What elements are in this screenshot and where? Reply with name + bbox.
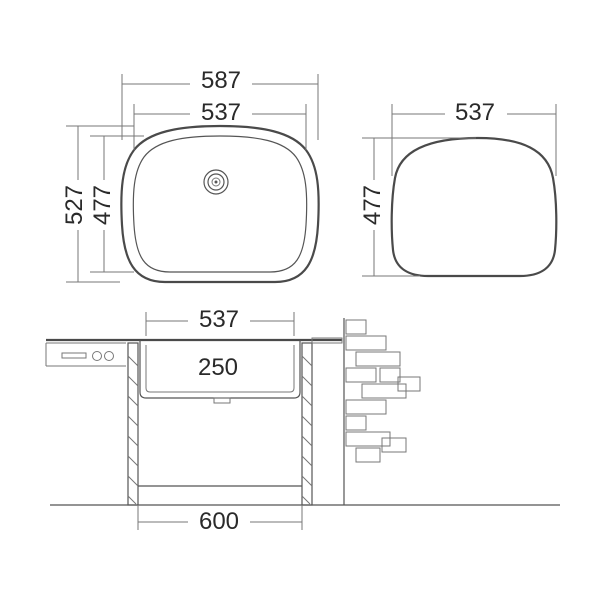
dimension-477-cutout: 477 [359,137,476,277]
brick-wall [343,318,421,505]
cabinet-right-wall [301,342,313,506]
dimension-527: 527 [61,125,134,283]
dim-527-label: 527 [61,185,88,225]
dim-600-label: 600 [199,508,239,535]
section-view: 537 250 600 [45,306,560,535]
control-panel [61,351,114,361]
cabinet-left-wall [127,342,139,506]
dimension-587: 587 [121,66,319,140]
dimension-477-top: 477 [89,135,144,273]
cutout-view: 537 477 [359,99,558,278]
dimension-537-section: 537 [145,306,295,336]
cutout-outline [390,136,558,278]
dim-537-top-label: 537 [201,99,241,126]
dim-477-top-label: 477 [89,185,116,225]
sink-inner-bowl [132,135,308,273]
drain-outlet [213,397,231,404]
dim-537-section-label: 537 [199,306,239,333]
dimension-537-top: 537 [133,99,307,150]
dim-250-label: 250 [198,354,238,381]
dim-477-cutout-label: 477 [359,185,386,225]
dimension-537-cutout: 537 [391,99,557,176]
dim-537-cutout-label: 537 [455,99,495,126]
top-view: 587 537 527 477 [61,66,320,284]
dim-587-label: 587 [201,67,241,94]
drain-icon [203,169,229,195]
dimension-600: 600 [137,505,303,535]
